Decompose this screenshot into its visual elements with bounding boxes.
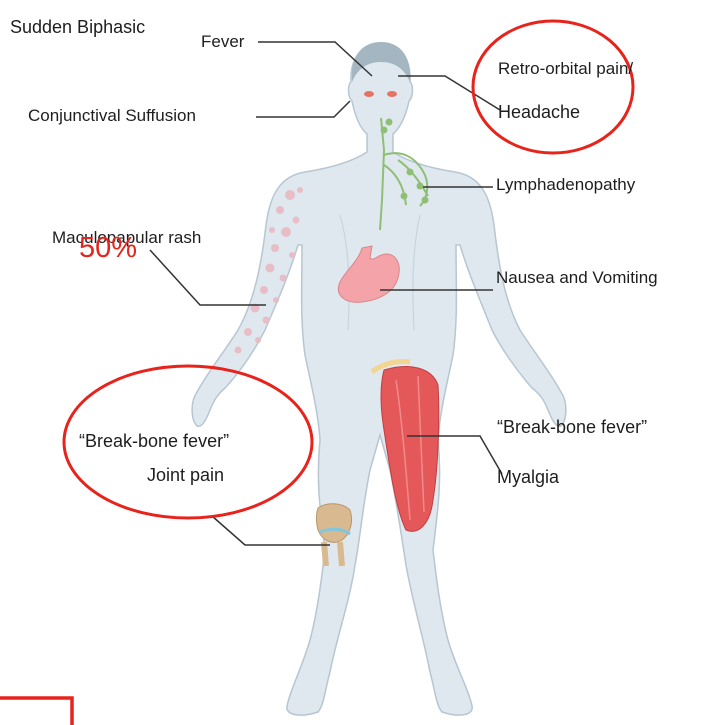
fever-label: Fever	[201, 33, 244, 50]
leader-rash	[150, 250, 266, 305]
break-bone-fever-left-label: “Break-bone fever”	[79, 432, 229, 450]
nausea-vomiting-label: Nausea and Vomiting	[496, 269, 658, 286]
headache-highlight-circle	[473, 21, 633, 153]
bottom-highlight-box	[0, 698, 72, 725]
headache-label: Headache	[498, 103, 580, 121]
conjunctival-suffusion-label: Conjunctival Suffusion	[28, 107, 196, 124]
thigh-muscle-icon	[372, 361, 439, 531]
leader-headache	[398, 76, 500, 110]
rash-percent-label: 50%	[79, 234, 137, 263]
myalgia-label: Myalgia	[497, 468, 559, 486]
left-eye	[364, 91, 374, 97]
body-silhouette	[192, 44, 566, 715]
break-bone-fever-right-label: “Break-bone fever”	[497, 418, 647, 436]
lymphadenopathy-label: Lymphadenopathy	[496, 176, 635, 193]
right-eye	[387, 91, 397, 97]
sudden-biphasic-label: Sudden Biphasic	[10, 18, 145, 36]
retro-orbital-label: Retro-orbital pain/	[498, 60, 633, 77]
joint-pain-label: Joint pain	[147, 466, 224, 484]
leader-joint	[212, 516, 330, 545]
leader-conjunctival	[256, 101, 350, 117]
